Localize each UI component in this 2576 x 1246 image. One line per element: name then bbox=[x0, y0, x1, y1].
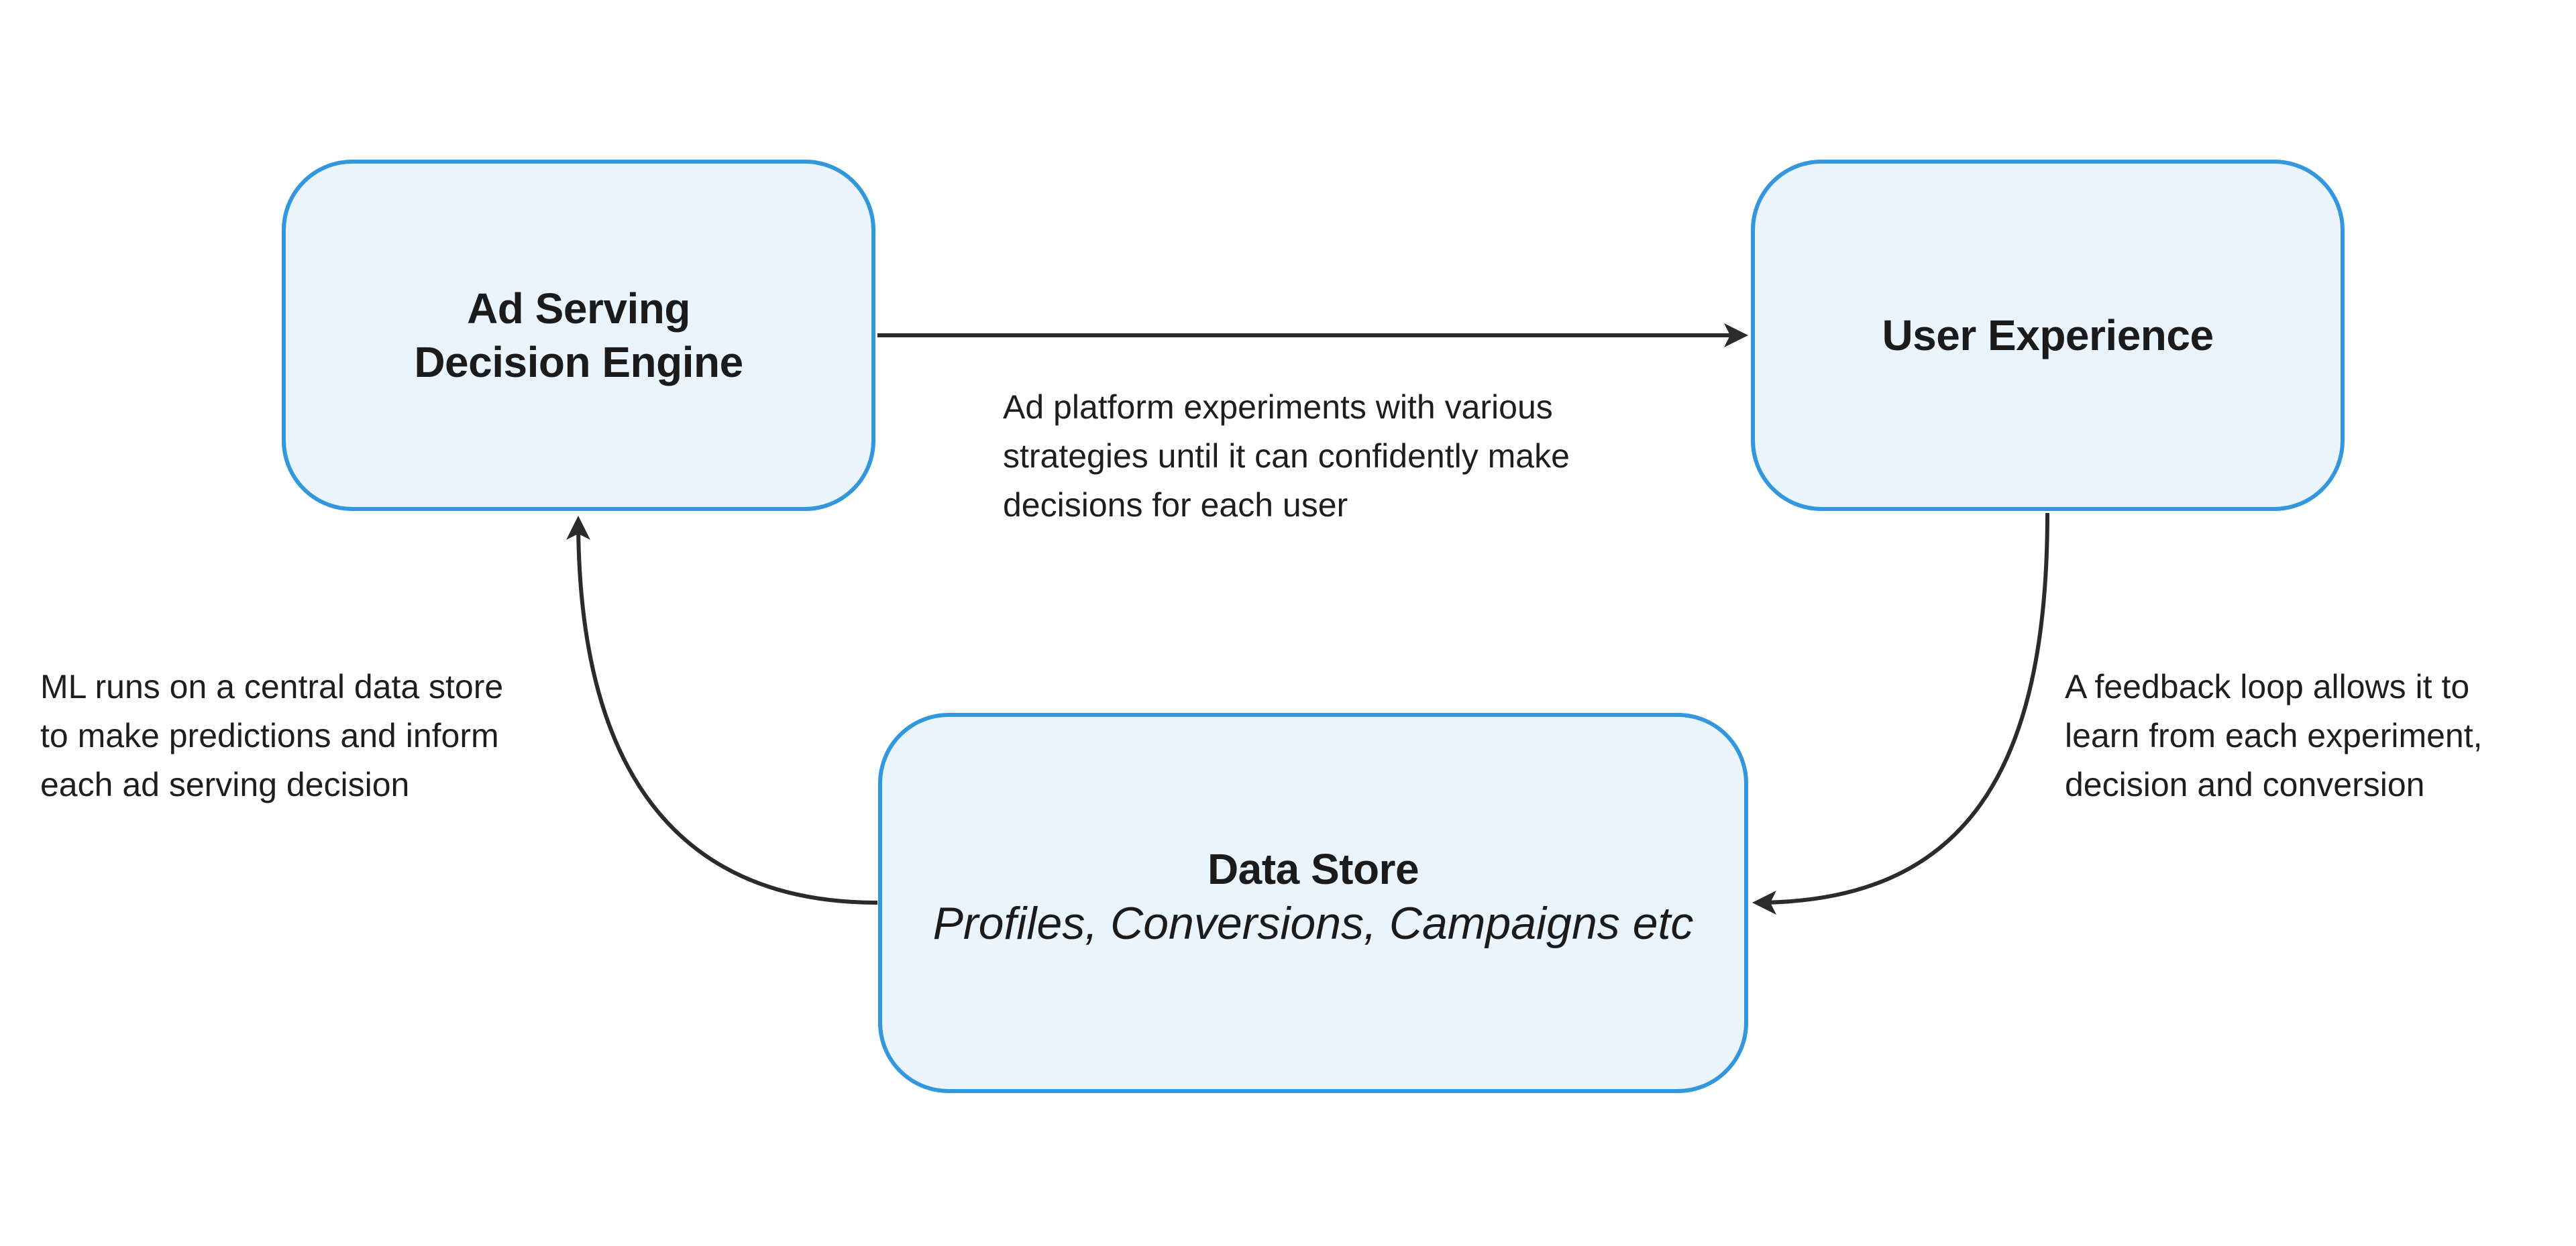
node-data-store: Data Store Profiles, Conversions, Campai… bbox=[878, 713, 1748, 1093]
annotation-feedback: A feedback loop allows it to learn from … bbox=[2065, 668, 2483, 803]
node-engine-title: Ad Serving Decision Engine bbox=[414, 284, 743, 386]
annotation-ml: ML runs on a central data store to make … bbox=[40, 668, 504, 803]
node-store-title: Data Store bbox=[1207, 844, 1419, 893]
annotation-experiments: Ad platform experiments with various str… bbox=[1003, 388, 1570, 524]
arrow-ux-to-store bbox=[1752, 512, 2049, 915]
node-user-experience: User Experience bbox=[1751, 160, 2345, 511]
node-ad-serving-decision-engine: Ad Serving Decision Engine bbox=[282, 160, 875, 511]
arrow-store-to-engine bbox=[566, 516, 878, 905]
node-store-subtitle: Profiles, Conversions, Campaigns etc bbox=[932, 897, 1694, 949]
node-ux-title: User Experience bbox=[1882, 311, 2214, 359]
